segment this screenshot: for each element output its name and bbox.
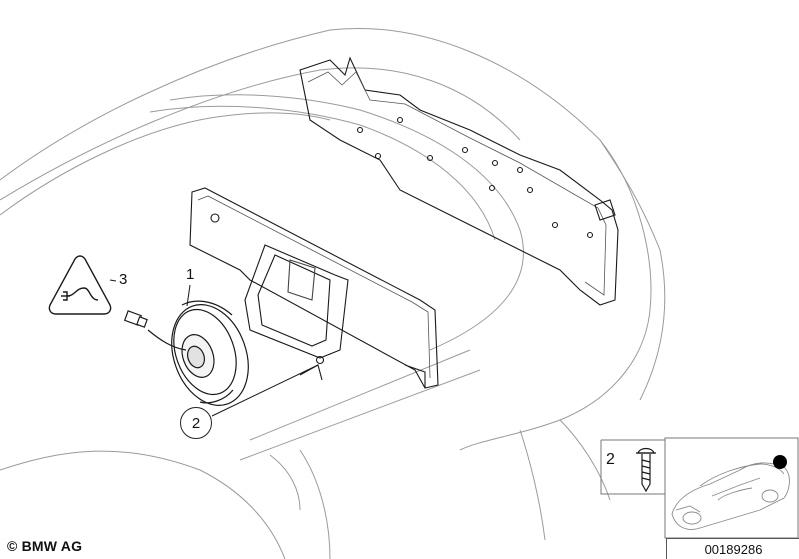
speaker-icon [171,300,249,406]
connector-icon [123,310,187,351]
callout-1: 1 [186,266,195,283]
callout-2-circle: 2 [180,407,212,439]
location-marker [773,455,787,469]
screw-detail-box [600,439,665,495]
speaker-mounting-frame [189,187,439,389]
callout-3: 3 [119,271,128,288]
leader-lines [109,279,319,417]
image-number: 00189286 [666,538,799,559]
car-locator-icon [664,437,799,539]
screw-box-label: 2 [606,451,615,468]
screw-icon [636,447,656,493]
rear-shelf-panel [299,56,619,306]
car-body-outline [0,28,666,559]
plug-warning-icon [48,255,112,315]
callout-2: 2 [191,414,201,432]
copyright-label: © BMW AG [7,538,83,554]
